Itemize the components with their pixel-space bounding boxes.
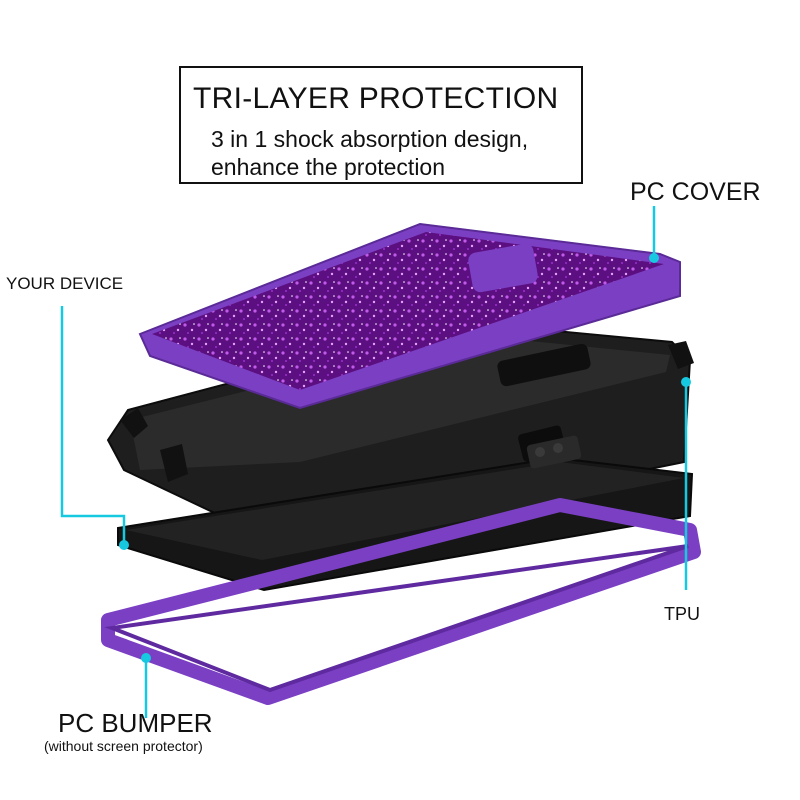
callout-lines	[60, 206, 688, 718]
headline: TRI-LAYER PROTECTION	[193, 82, 559, 115]
subtitle-line-1: 3 in 1 shock absorption design,	[211, 126, 529, 152]
label-pc-bumper-note: (without screen protector)	[44, 738, 203, 754]
device-layer	[117, 435, 694, 592]
pc-cover-layer	[138, 222, 681, 410]
label-pc-cover: PC COVER	[630, 178, 761, 206]
pc-bumper-layer	[101, 498, 701, 705]
label-your-device: YOUR DEVICE	[6, 274, 124, 293]
subtitle-line-2: enhance the protection	[211, 154, 446, 180]
label-tpu: TPU	[664, 604, 700, 624]
title-box: TRI-LAYER PROTECTION 3 in 1 shock absorp…	[179, 66, 583, 184]
callout-dots	[119, 253, 691, 663]
label-pc-bumper: PC BUMPER	[58, 708, 213, 738]
